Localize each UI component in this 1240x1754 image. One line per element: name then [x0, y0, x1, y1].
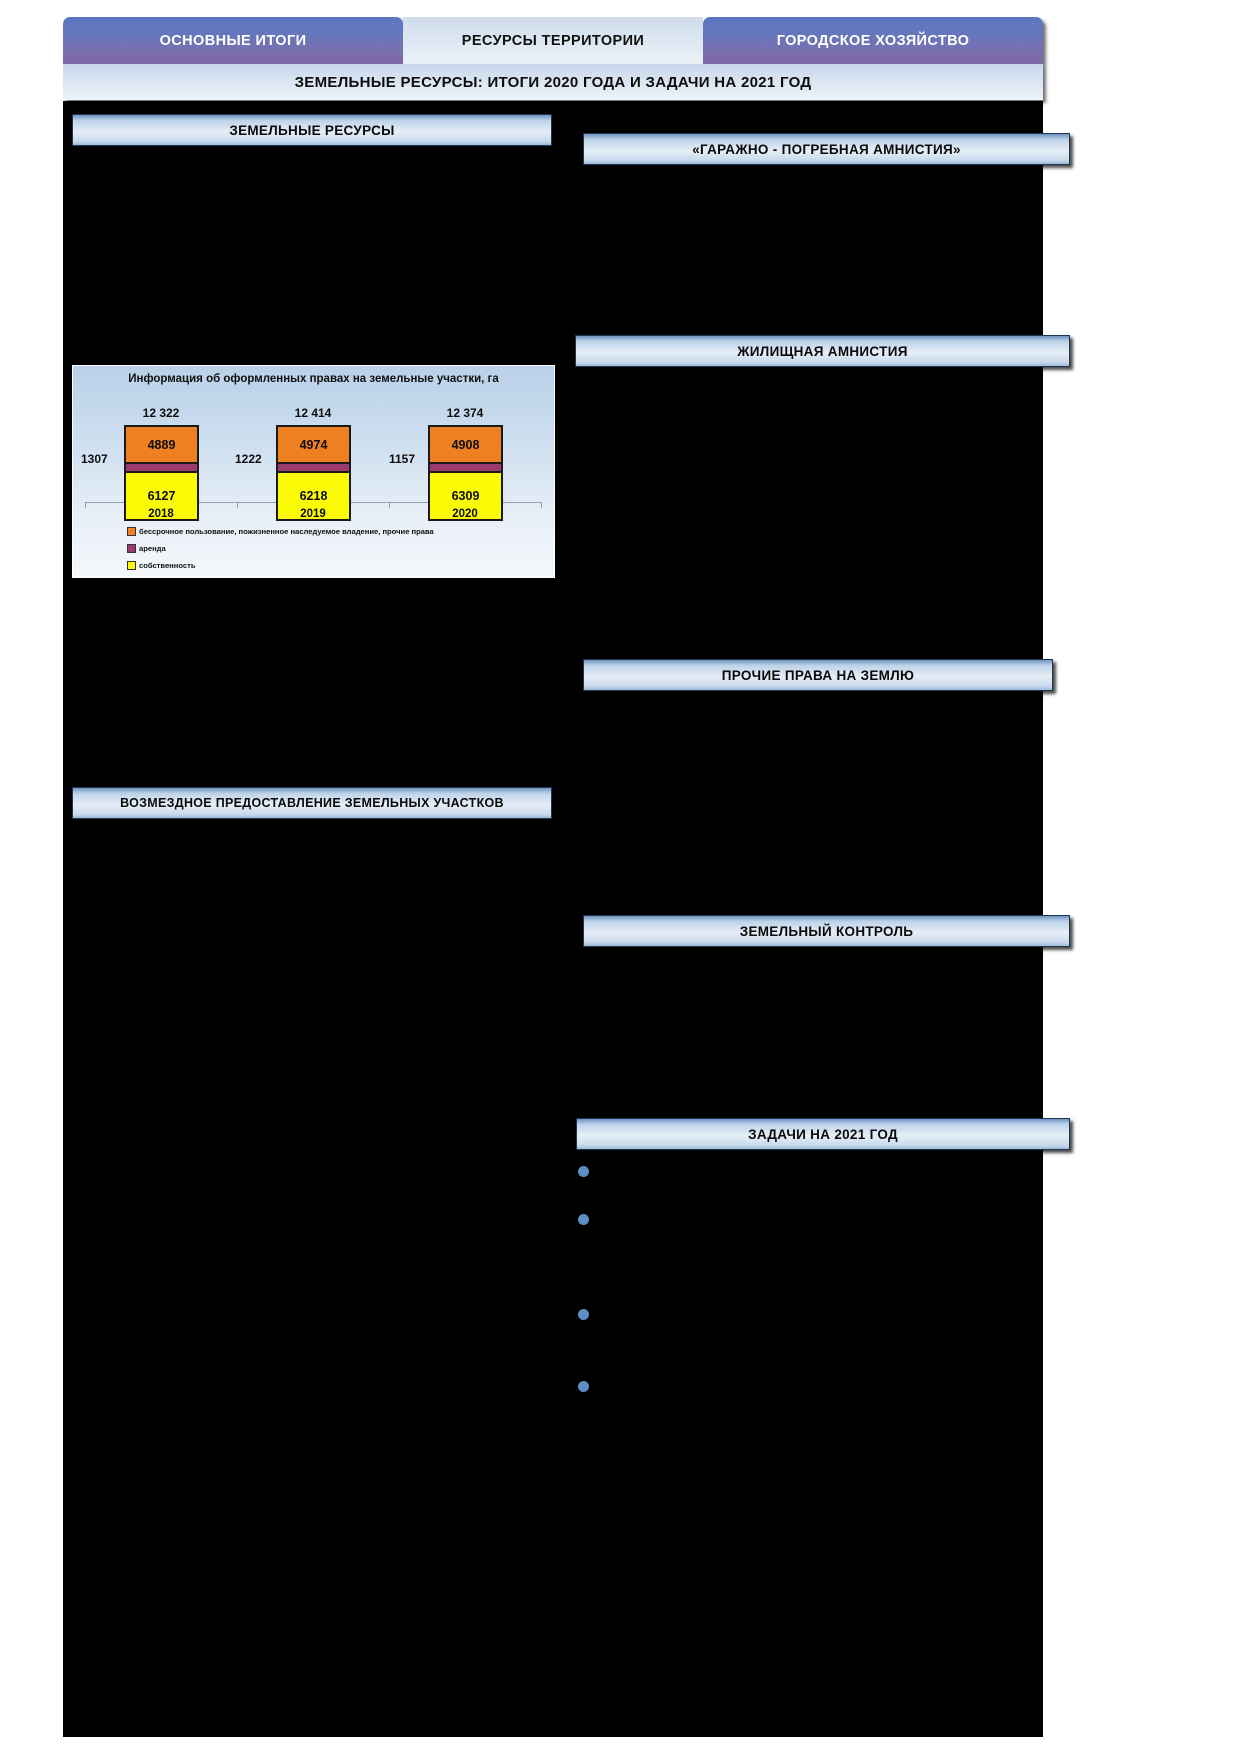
section-header-zemelnyy-kontrol: ЗЕМЕЛЬНЫЙ КОНТРОЛЬ: [583, 915, 1070, 947]
chart-zemelnye-uchastki: Информация об оформленных правах на земе…: [72, 365, 555, 578]
section-header-label: ЗЕМЕЛЬНЫЕ РЕСУРСЫ: [229, 122, 395, 138]
chart-side-label-2020: 1157: [389, 452, 416, 466]
chart-segment-yellow: 6218: [276, 471, 351, 521]
chart-side-label-2018: 1307: [81, 452, 108, 466]
section-header-prochie-prava-na-zemlyu: ПРОЧИЕ ПРАВА НА ЗЕМЛЮ: [583, 659, 1053, 691]
bullet-icon: [578, 1309, 589, 1320]
legend-swatch-orange-icon: [127, 527, 136, 536]
page-title-text: ЗЕМЕЛЬНЫЕ РЕСУРСЫ: ИТОГИ 2020 ГОДА И ЗАД…: [294, 73, 812, 91]
bullet-icon: [578, 1214, 589, 1225]
bullet-icon: [578, 1166, 589, 1177]
axis-tick: [85, 502, 86, 508]
section-header-label: ЖИЛИЩНАЯ АМНИСТИЯ: [737, 343, 908, 359]
section-header-zadachi-na-2021-god: ЗАДАЧИ НА 2021 ГОД: [576, 1118, 1070, 1150]
axis-tick: [237, 502, 238, 508]
tab-bar: ОСНОВНЫЕ ИТОГИ РЕСУРСЫ ТЕРРИТОРИИ ГОРОДС…: [63, 17, 1043, 65]
legend-item-prochie: бессрочное пользование, пожизненное насл…: [127, 527, 434, 536]
legend-swatch-yellow-icon: [127, 561, 136, 570]
tab-gorodskoe-khozyaystvo[interactable]: ГОРОДСКОЕ ХОЗЯЙСТВО: [703, 17, 1043, 64]
tab-label: РЕСУРСЫ ТЕРРИТОРИИ: [461, 32, 645, 49]
section-header-label: «ГАРАЖНО - ПОГРЕБНАЯ АМНИСТИЯ»: [692, 141, 961, 157]
section-header-vozmezdnoe-predostavlenie: ВОЗМЕЗДНОЕ ПРЕДОСТАВЛЕНИЕ ЗЕМЕЛЬНЫХ УЧАС…: [72, 787, 552, 819]
legend-label: собственность: [139, 561, 196, 570]
chart-title: Информация об оформленных правах на земе…: [128, 373, 499, 385]
chart-segment-orange: 4889: [124, 425, 199, 464]
section-header-label: ПРОЧИЕ ПРАВА НА ЗЕМЛЮ: [721, 667, 915, 683]
chart-segment-orange: 4908: [428, 425, 503, 464]
chart-side-label-2019: 1222: [235, 452, 262, 466]
section-header-zemelnye-resursy: ЗЕМЕЛЬНЫЕ РЕСУРСЫ: [72, 114, 552, 146]
chart-total-2018: 12 322: [142, 406, 180, 420]
legend-item-arenda: аренда: [127, 544, 166, 553]
chart-segment-orange: 4974: [276, 425, 351, 464]
legend-swatch-purple-icon: [127, 544, 136, 553]
chart-xlabel-2020: 2020: [452, 508, 478, 520]
axis-tick: [541, 502, 542, 508]
chart-total-2020: 12 374: [446, 406, 484, 420]
chart-bar-2018: 4889 6127: [124, 425, 199, 521]
page-title: ЗЕМЕЛЬНЫЕ РЕСУРСЫ: ИТОГИ 2020 ГОДА И ЗАД…: [63, 64, 1043, 100]
axis-tick: [389, 502, 390, 508]
section-header-label: ЗАДАЧИ НА 2021 ГОД: [748, 1126, 898, 1142]
tab-resursy-territorii[interactable]: РЕСУРСЫ ТЕРРИТОРИИ: [403, 17, 703, 64]
legend-label: бессрочное пользование, пожизненное насл…: [139, 527, 434, 536]
legend-label: аренда: [139, 544, 166, 553]
tab-osnovnye-itogi[interactable]: ОСНОВНЫЕ ИТОГИ: [63, 17, 403, 64]
chart-total-2019: 12 414: [294, 406, 332, 420]
chart-segment-yellow: 6309: [428, 471, 503, 521]
chart-bar-2020: 4908 6309: [428, 425, 503, 521]
chart-bar-2019: 4974 6218: [276, 425, 351, 521]
section-header-label: ВОЗМЕЗДНОЕ ПРЕДОСТАВЛЕНИЕ ЗЕМЕЛЬНЫХ УЧАС…: [120, 796, 504, 810]
bullet-icon: [578, 1381, 589, 1392]
chart-xlabel-2019: 2019: [300, 508, 326, 520]
tab-label: ГОРОДСКОЕ ХОЗЯЙСТВО: [776, 32, 970, 49]
tab-label: ОСНОВНЫЕ ИТОГИ: [159, 32, 307, 49]
legend-item-sobstvennost: собственность: [127, 561, 196, 570]
section-header-garazhno-pogrebnaya-amnistiya: «ГАРАЖНО - ПОГРЕБНАЯ АМНИСТИЯ»: [583, 133, 1070, 165]
section-header-label: ЗЕМЕЛЬНЫЙ КОНТРОЛЬ: [739, 923, 914, 939]
chart-xlabel-2018: 2018: [148, 508, 174, 520]
chart-segment-yellow: 6127: [124, 471, 199, 521]
section-header-zhilishchnaya-amnistiya: ЖИЛИЩНАЯ АМНИСТИЯ: [575, 335, 1070, 367]
